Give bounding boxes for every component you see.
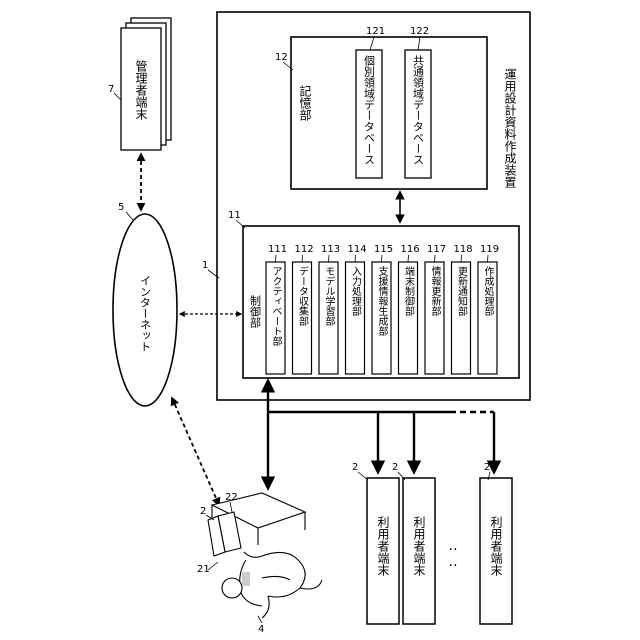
control-unit-leader-111 bbox=[276, 255, 277, 262]
control-unit-leader-116 bbox=[408, 255, 409, 262]
control-unit-number-117: 117 bbox=[427, 244, 446, 255]
control-unit-label-113: モデル学習部 bbox=[323, 266, 335, 327]
internet-number: 5 bbox=[118, 202, 124, 213]
internet-label: インターネット bbox=[139, 275, 152, 352]
user-terminal-label-2: 利用者端末 bbox=[412, 516, 426, 576]
device-number: 1 bbox=[202, 260, 208, 271]
control-unit-number-115: 115 bbox=[374, 244, 393, 255]
control-title: 制御部 bbox=[249, 295, 262, 328]
control-unit-leader-114 bbox=[355, 255, 356, 262]
control-unit-label-111: アクティベート部 bbox=[270, 266, 282, 347]
user-terminal-leader-1 bbox=[358, 472, 368, 480]
storage-title: 記憶部 bbox=[298, 84, 312, 121]
control-unit-leader-118 bbox=[461, 255, 462, 262]
control-unit-number-119: 119 bbox=[480, 244, 499, 255]
control-unit-label-115: 支援情報生成部 bbox=[376, 266, 388, 337]
control-unit-number-113: 113 bbox=[321, 244, 340, 255]
storage-number: 12 bbox=[275, 52, 288, 63]
control-units: アクティベート部 111 データ収集部 112 モデル学習部 113 入力処理部 114 支援情… bbox=[266, 244, 499, 374]
control-unit-leader-117 bbox=[435, 255, 436, 262]
database-label-122: 共通領域データベース bbox=[412, 55, 425, 165]
user-device-number: 22 bbox=[225, 492, 238, 503]
database-number-122: 122 bbox=[410, 26, 429, 37]
control-unit-number-114: 114 bbox=[348, 244, 367, 255]
user-terminal-number-3: 2 bbox=[484, 462, 490, 473]
user-terminal-number-2: 2 bbox=[392, 462, 398, 473]
control-unit-label-119: 作成処理部 bbox=[482, 266, 494, 317]
admin-terminal-leader bbox=[114, 93, 121, 100]
internet-leader bbox=[126, 212, 133, 220]
user-operator-leader bbox=[258, 616, 262, 623]
user-terminal-label-1: 利用者端末 bbox=[376, 516, 390, 576]
control-unit-leader-119 bbox=[488, 255, 489, 262]
control-unit-label-117: 情報更新部 bbox=[429, 265, 441, 317]
control-unit-number-118: 118 bbox=[454, 244, 473, 255]
database-label-121: 個別領域データベース bbox=[363, 55, 376, 165]
user-terminal-number-4: 2 bbox=[200, 506, 206, 517]
admin-terminal-number: 7 bbox=[108, 84, 114, 95]
user-terminal-number-1: 2 bbox=[352, 462, 358, 473]
user-terminal-ellipsis: ‥‥ bbox=[445, 538, 461, 570]
database-number-121: 121 bbox=[366, 26, 385, 37]
control-unit-leader-115 bbox=[382, 255, 383, 262]
admin-terminal-label: 管理者端末 bbox=[134, 59, 148, 120]
control-number: 11 bbox=[228, 210, 241, 221]
control-unit-label-114: 入力処理部 bbox=[350, 266, 362, 317]
device-title: 運用設計資料作成装置 bbox=[503, 68, 517, 188]
user-terminal-label-3: 利用者端末 bbox=[489, 516, 503, 576]
control-unit-number-112: 112 bbox=[295, 244, 314, 255]
user-operator-number: 4 bbox=[258, 624, 264, 635]
control-unit-number-111: 111 bbox=[268, 244, 287, 255]
internet-user-link bbox=[172, 398, 219, 505]
control-unit-label-112: データ収集部 bbox=[297, 265, 309, 327]
control-unit-leader-112 bbox=[302, 255, 303, 262]
storage-box bbox=[291, 37, 487, 189]
control-unit-label-118: 更新通知部 bbox=[456, 266, 468, 317]
user-illustration bbox=[208, 493, 322, 618]
control-unit-number-116: 116 bbox=[401, 244, 420, 255]
control-unit-label-116: 端末制御部 bbox=[403, 265, 415, 317]
user-person-number: 21 bbox=[197, 564, 210, 575]
control-unit-leader-113 bbox=[329, 255, 330, 262]
